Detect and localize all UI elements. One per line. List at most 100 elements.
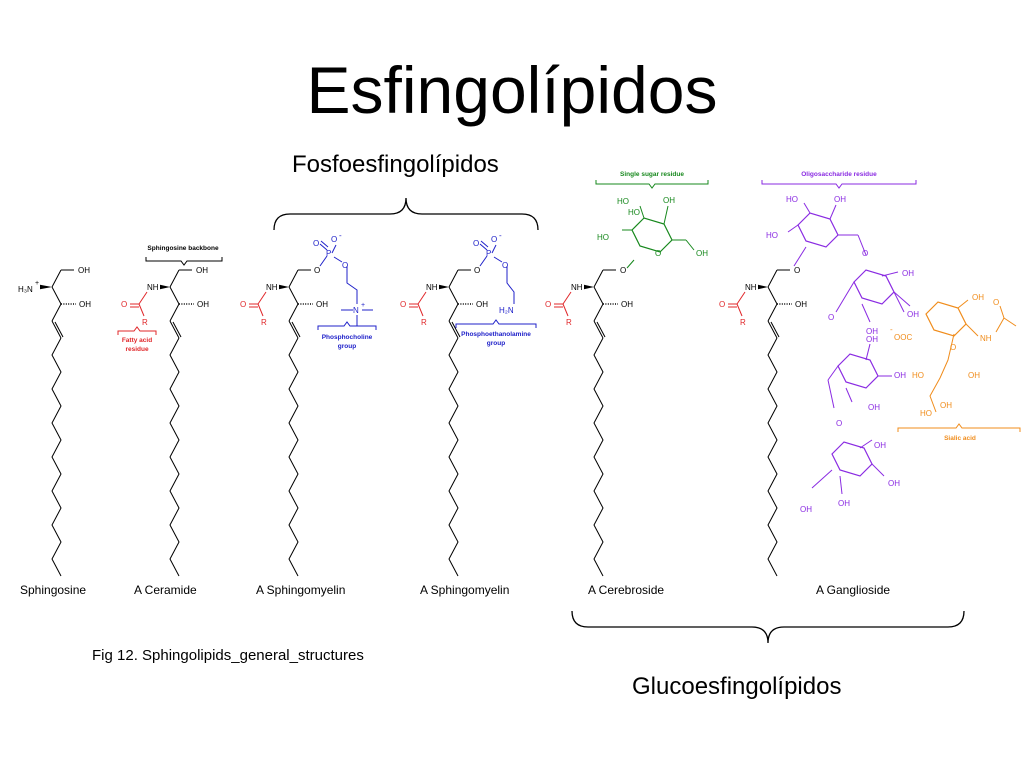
galactosamine-ring xyxy=(831,441,873,477)
hydroxyl-label: OH xyxy=(663,196,675,205)
hydroxyl-label: HO xyxy=(766,231,778,240)
r-group-bond xyxy=(417,303,424,317)
sialic-linkage xyxy=(893,291,911,307)
carbonyl-o-label: O xyxy=(545,300,551,309)
label-sphingosine: Sphingosine xyxy=(20,583,87,597)
r-group-label: R xyxy=(740,318,746,327)
amide-bond xyxy=(257,291,267,305)
phosphate-double-bond xyxy=(479,243,488,251)
sphingosine-skeleton xyxy=(767,303,778,322)
hydroxyl-label: OH xyxy=(696,249,708,258)
oligosaccharide-label: Oligosaccharide residue xyxy=(801,171,877,178)
amide-wedge xyxy=(279,284,289,290)
quaternary-n-label: N xyxy=(353,306,359,315)
glycosidic-bond xyxy=(793,246,807,267)
substituent-bond xyxy=(803,202,811,214)
double-bond xyxy=(596,321,606,338)
phosphate-double-bond xyxy=(319,243,328,251)
sphingosine-skeleton xyxy=(448,269,459,288)
linkage-o-label: O xyxy=(836,419,842,428)
r-group-bond xyxy=(562,303,569,317)
slide-title: Esfingolípidos xyxy=(306,53,718,127)
amide-wedge xyxy=(160,284,170,290)
phosphoethanolamine-brace xyxy=(455,319,537,328)
phosphate-o-label: O xyxy=(491,235,497,244)
ethanolamine-chain xyxy=(506,266,515,304)
charge-minus: - xyxy=(339,231,342,240)
glycosidic-bond xyxy=(827,365,839,381)
hydroxyl-label: OH xyxy=(868,403,880,412)
phosphate-double-bond xyxy=(480,240,489,248)
carbonyl-o-label: O xyxy=(121,300,127,309)
substituent-bond xyxy=(881,271,899,277)
hydroxyl-label: HO xyxy=(912,371,924,380)
amide-bond xyxy=(417,291,427,305)
linkage-o-label: O xyxy=(828,313,834,322)
substituent-bond xyxy=(811,469,833,489)
amine-label: H₃N xyxy=(18,285,33,294)
r-group-bond xyxy=(257,303,264,317)
substituent-bond xyxy=(639,205,645,219)
substituent-bond xyxy=(839,475,843,495)
r-group-label: R xyxy=(421,318,427,327)
ester-o-label: O xyxy=(314,266,320,275)
substituent-bond xyxy=(861,303,871,323)
glycosidic-bond xyxy=(827,379,835,409)
sphingosine-skeleton xyxy=(169,286,180,305)
hydroxyl-label: HO xyxy=(597,233,609,242)
hydrocarbon-tail xyxy=(593,337,604,577)
amide-bond xyxy=(562,291,572,305)
glycosidic-bond xyxy=(857,234,867,256)
glycosidic-o-label: O xyxy=(620,266,626,275)
phosphate-bond xyxy=(479,255,488,267)
sphingosine-skeleton xyxy=(169,269,180,288)
substituent-bond xyxy=(845,387,853,403)
r-group-bond xyxy=(138,303,145,317)
carbonyl-o-label: O xyxy=(400,300,406,309)
glycosidic-bond xyxy=(835,281,855,313)
label-ceramide: A Ceramide xyxy=(134,583,197,597)
charge-plus: + xyxy=(35,280,39,287)
amide-bond xyxy=(736,291,746,305)
phosphocholine-label: Phosphocholine xyxy=(322,334,373,341)
sphingosine-skeleton xyxy=(593,286,604,305)
sphingosine-skeleton xyxy=(51,269,62,288)
sphingosine-skeleton xyxy=(767,320,778,339)
carboxylate-label: OOC xyxy=(894,333,912,342)
r-group-label: R xyxy=(261,318,267,327)
substituent-bond xyxy=(787,224,799,233)
hydroxyl-label: OH xyxy=(800,505,812,514)
phosphate-o-label: O xyxy=(342,261,348,270)
sphingosine-skeleton xyxy=(288,320,299,339)
sphingosine-skeleton xyxy=(51,320,62,339)
hydroxyl-label: OH xyxy=(902,269,914,278)
phosphorus-label: P xyxy=(486,249,491,258)
sphingosine-skeleton xyxy=(288,269,299,288)
phosphate-bond xyxy=(331,244,337,254)
double-bond xyxy=(54,321,64,338)
ester-o-label: O xyxy=(474,266,480,275)
substituent-bond xyxy=(893,291,905,313)
hydroxyl-label: OH xyxy=(196,266,208,275)
sphingosine-skeleton xyxy=(448,320,459,339)
amide-nh-label: NH xyxy=(147,283,159,292)
hydroxyl-label: OH xyxy=(907,310,919,319)
hydroxyl-label: OH xyxy=(866,327,878,336)
double-bond xyxy=(172,321,182,338)
phosphate-bond xyxy=(319,255,328,267)
phosphorus-label: P xyxy=(326,249,331,258)
hydroxyl-label: HO xyxy=(920,409,932,418)
sphingosine-skeleton xyxy=(593,303,604,322)
hydrocarbon-tail xyxy=(767,337,778,577)
charge-plus: + xyxy=(361,302,365,309)
hydroxyl-label: HO xyxy=(617,197,629,206)
phosphate-bond xyxy=(333,256,343,263)
hydrocarbon-tail xyxy=(288,337,299,577)
substituent-bond xyxy=(965,323,979,337)
phosphate-o-label: O xyxy=(331,235,337,244)
amide-nh-label: NH xyxy=(266,283,278,292)
ring-o-label: O xyxy=(655,249,661,258)
fatty-acid-label: residue xyxy=(125,346,149,353)
sphingosine-skeleton xyxy=(767,286,778,305)
sphingosine-skeleton xyxy=(288,303,299,322)
